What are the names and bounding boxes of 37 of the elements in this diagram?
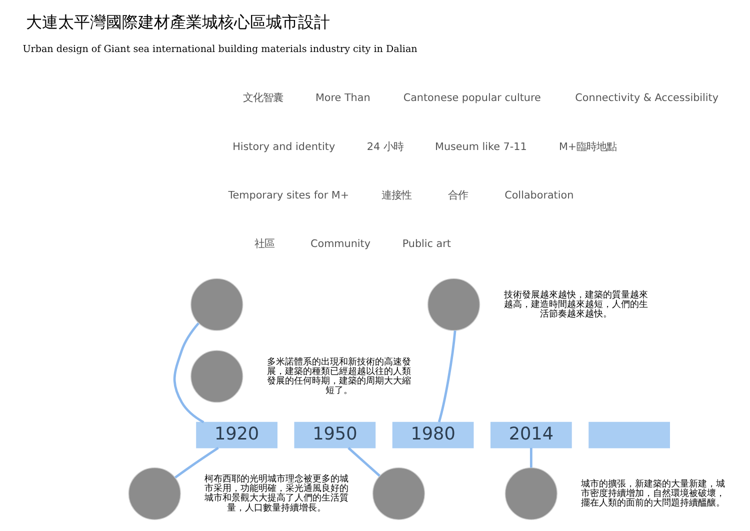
- label: 24 小時: [366, 140, 404, 153]
- label: Community: [310, 238, 370, 250]
- connector: [173, 322, 204, 424]
- connector: [174, 446, 219, 479]
- label: Collaboration: [504, 189, 574, 202]
- node-circle: [427, 278, 480, 331]
- node-label: 城市的擴張，新建築的大量新建，城市密度持續增加，自然環境被破壞，擺在人類的面前的大問題持續醞釀。: [581, 479, 726, 508]
- connector: [438, 330, 456, 422]
- connector: [348, 447, 380, 477]
- label: M+臨時地點: [558, 140, 617, 153]
- node-label: 柯布西耶的光明城市理念被更多的城市采用，功能明確，采光通風良好的城市和景觀大大提高了人們的生活質量，人口數量持續增長。: [204, 474, 349, 514]
- node-box: 2014: [490, 422, 572, 448]
- node-box: [588, 422, 670, 448]
- node-circle: [504, 467, 558, 520]
- label: Urban design of Giant sea international building materials industry city in Dalian: [22, 44, 418, 56]
- label: Cantonese popular culture: [403, 92, 541, 104]
- connector: [530, 448, 532, 468]
- node-circle: [372, 467, 426, 520]
- label: Temporary sites for M+: [228, 189, 350, 202]
- label: 文化智囊: [243, 92, 284, 104]
- label: 連接性: [381, 189, 412, 202]
- node-box: 1950: [294, 422, 376, 448]
- label: More Than: [316, 92, 370, 104]
- node-circle: [190, 278, 244, 331]
- node-circle: [128, 467, 181, 520]
- node-circle: [190, 350, 244, 403]
- node-box: 1980: [392, 422, 474, 448]
- label: Museum like 7-11: [435, 140, 527, 153]
- label: History and identity: [232, 140, 336, 153]
- node-label: 多米諾體系的出現和新技術的高速發展，建築的種類已經超越以往的人類發展的任何時期，建築的周期大大縮短了。: [266, 357, 411, 396]
- node-box: 1920: [196, 422, 278, 448]
- label: Public art: [402, 238, 451, 250]
- node-label: 技術發展越來越快，建築的質量越來越高，建造時間越來越短，人們的生活節奏越來越快。: [504, 290, 648, 320]
- label: 社區: [254, 238, 275, 250]
- label: Connectivity & Accessibility: [575, 92, 719, 104]
- diagram-title: 大連太平灣國際建材產業城核心區城市設計: [26, 12, 330, 32]
- label: 合作: [448, 189, 468, 202]
